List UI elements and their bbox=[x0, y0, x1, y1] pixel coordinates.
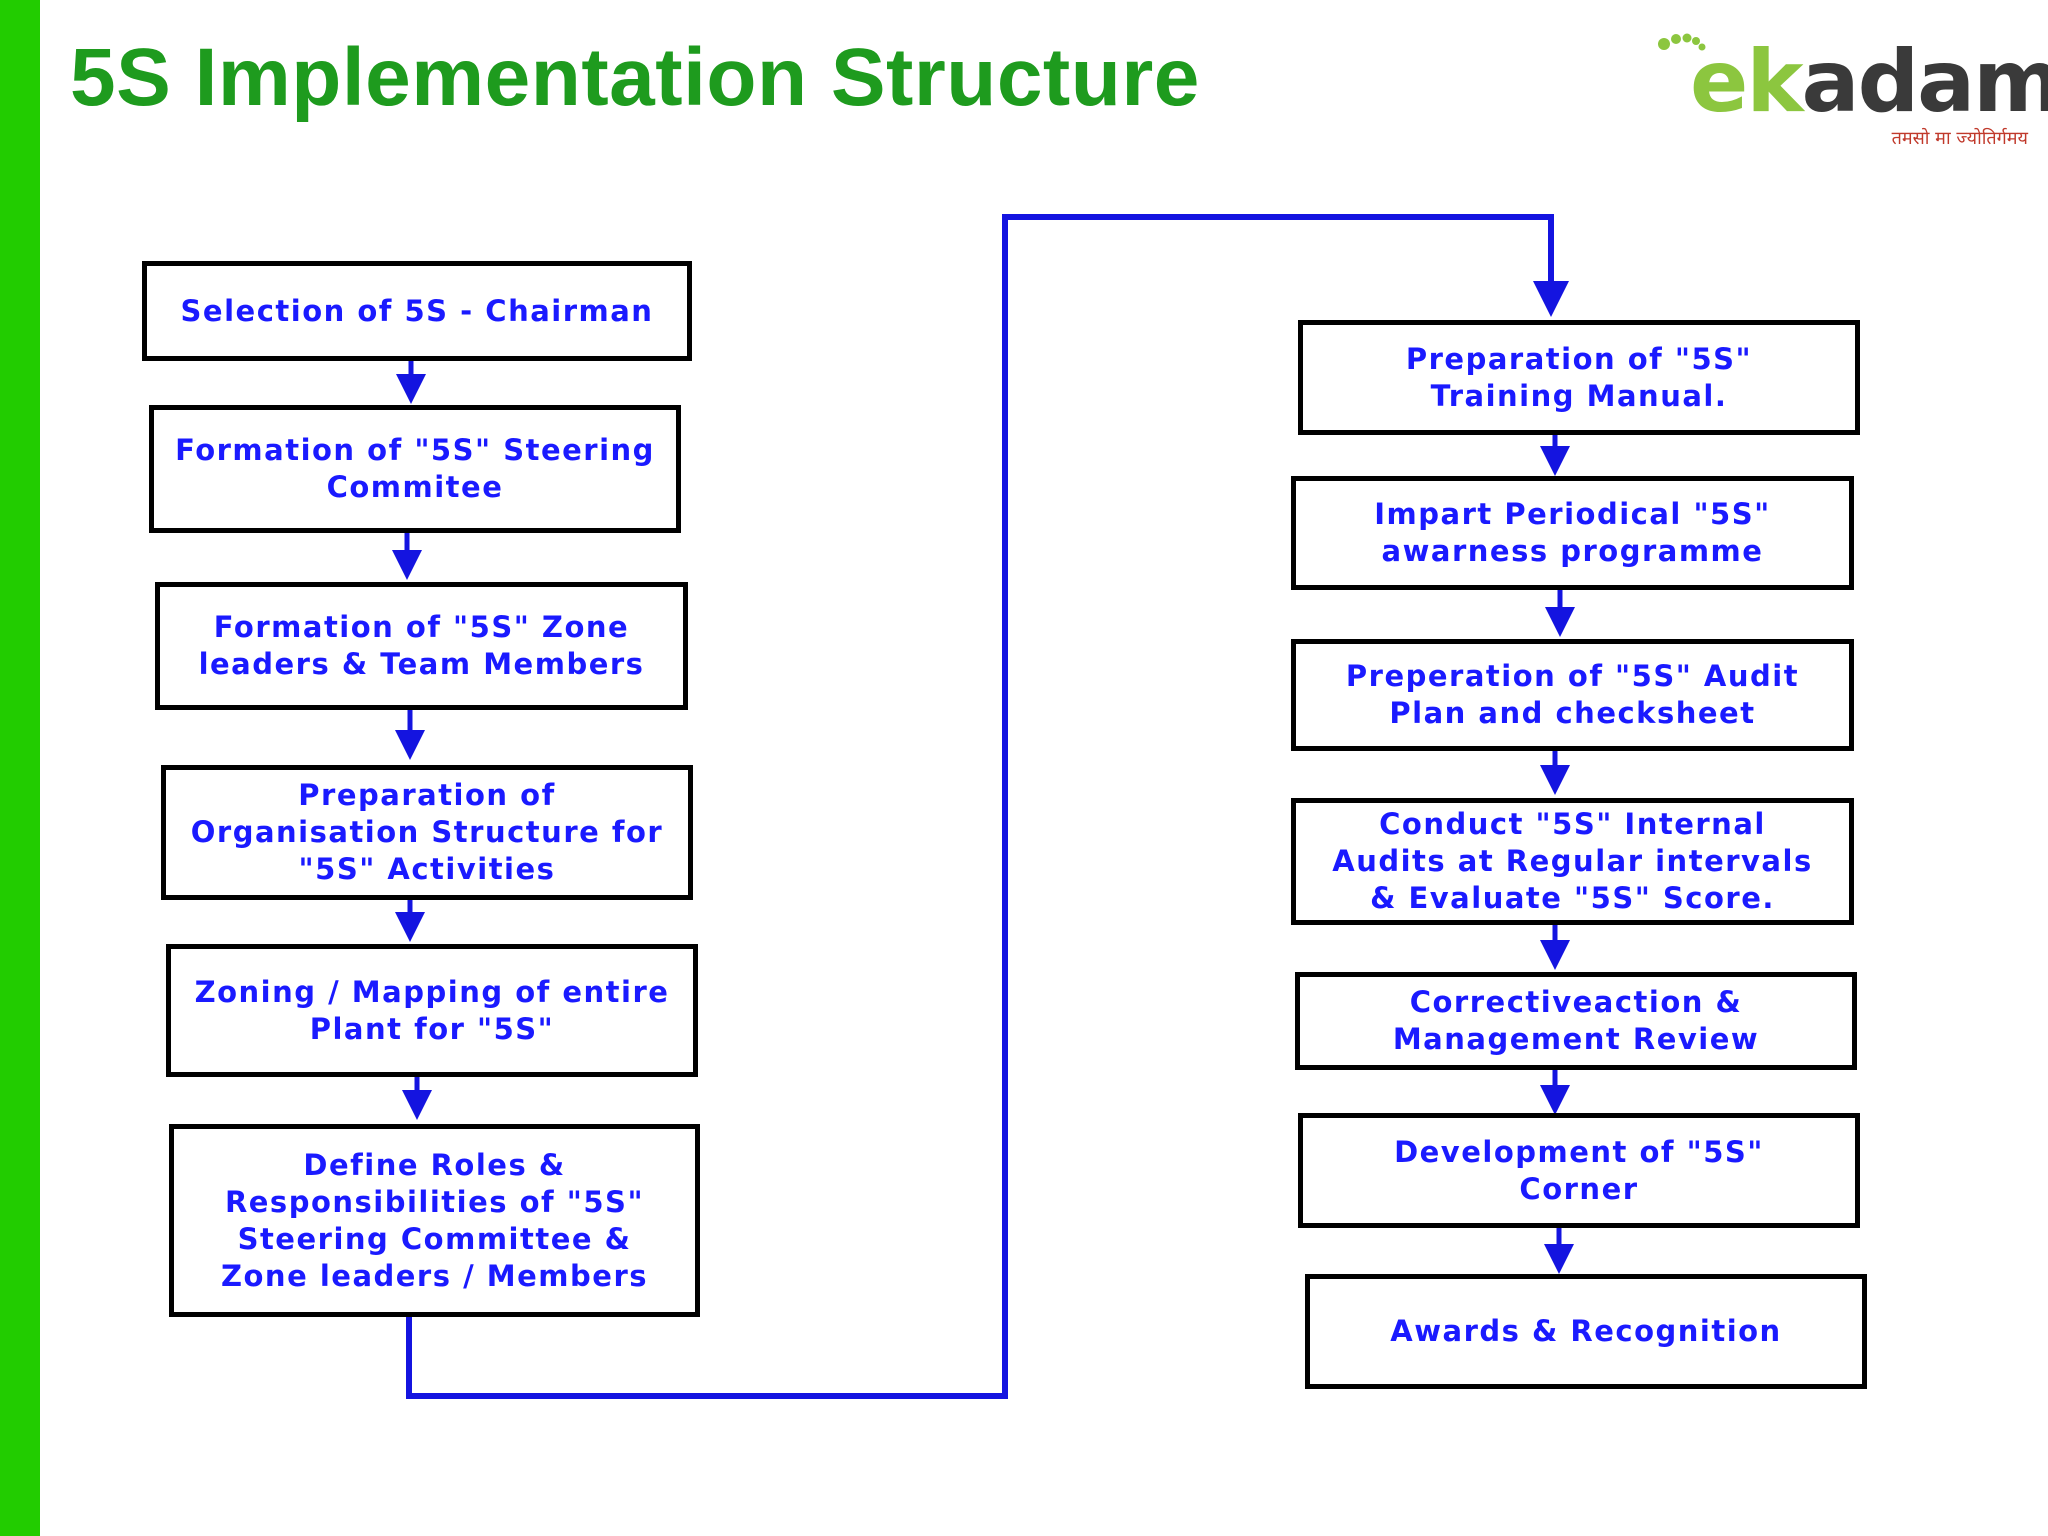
step-label: Formation of "5S" Steering Commitee bbox=[175, 433, 655, 504]
step-organisation-structure: Preparation of Organisation Structure fo… bbox=[161, 765, 693, 900]
step-label: Define Roles & Responsibilities of "5S" … bbox=[220, 1147, 649, 1293]
step-zone-leaders: Formation of "5S" Zone leaders & Team Me… bbox=[155, 582, 688, 710]
column-transition-connector bbox=[406, 214, 1569, 1399]
slide-title: 5S Implementation Structure bbox=[70, 32, 1200, 123]
step-corrective-action: Correctiveaction & Management Review bbox=[1295, 972, 1857, 1070]
step-label: Awards & Recognition bbox=[1390, 1314, 1782, 1348]
step-label: Preparation of "5S" Training Manual. bbox=[1405, 341, 1753, 413]
step-training-manual: Preparation of "5S" Training Manual. bbox=[1298, 320, 1860, 435]
step-label: Development of "5S" Corner bbox=[1394, 1134, 1764, 1206]
step-awareness-programme: Impart Periodical "5S" awarness programm… bbox=[1291, 476, 1854, 590]
footprint-icon bbox=[1658, 33, 1706, 51]
logo-wordmark: ekadam bbox=[1690, 32, 2048, 132]
step-label: Conduct "5S" Internal Audits at Regular … bbox=[1332, 807, 1813, 915]
step-internal-audits: Conduct "5S" Internal Audits at Regular … bbox=[1291, 798, 1854, 925]
logo-tagline: तमसो मा ज्योतिर्गमय bbox=[1891, 128, 2028, 149]
step-steering-committee: Formation of "5S" Steering Commitee bbox=[149, 405, 681, 533]
step-label: Impart Periodical "5S" awarness programm… bbox=[1374, 497, 1771, 568]
step-label: Preparation of Organisation Structure fo… bbox=[190, 778, 664, 886]
step-label: Correctiveaction & Management Review bbox=[1392, 985, 1760, 1056]
step-label: Selection of 5S - Chairman bbox=[180, 293, 654, 328]
step-label: Preperation of "5S" Audit Plan and check… bbox=[1345, 659, 1800, 730]
step-5s-corner: Development of "5S" Corner bbox=[1298, 1113, 1860, 1228]
slide-accent-bar bbox=[0, 0, 40, 1536]
step-zoning-mapping: Zoning / Mapping of entire Plant for "5S… bbox=[166, 944, 698, 1077]
company-logo: ekadam तमसो मा ज्योतिर्गमय bbox=[1650, 22, 2048, 162]
step-label: Zoning / Mapping of entire Plant for "5S… bbox=[194, 974, 670, 1046]
step-awards-recognition: Awards & Recognition bbox=[1305, 1274, 1867, 1389]
step-label: Formation of "5S" Zone leaders & Team Me… bbox=[198, 610, 645, 681]
step-selection-of-chairman: Selection of 5S - Chairman bbox=[142, 261, 692, 361]
step-define-roles: Define Roles & Responsibilities of "5S" … bbox=[169, 1124, 700, 1317]
step-audit-plan: Preperation of "5S" Audit Plan and check… bbox=[1291, 639, 1854, 751]
